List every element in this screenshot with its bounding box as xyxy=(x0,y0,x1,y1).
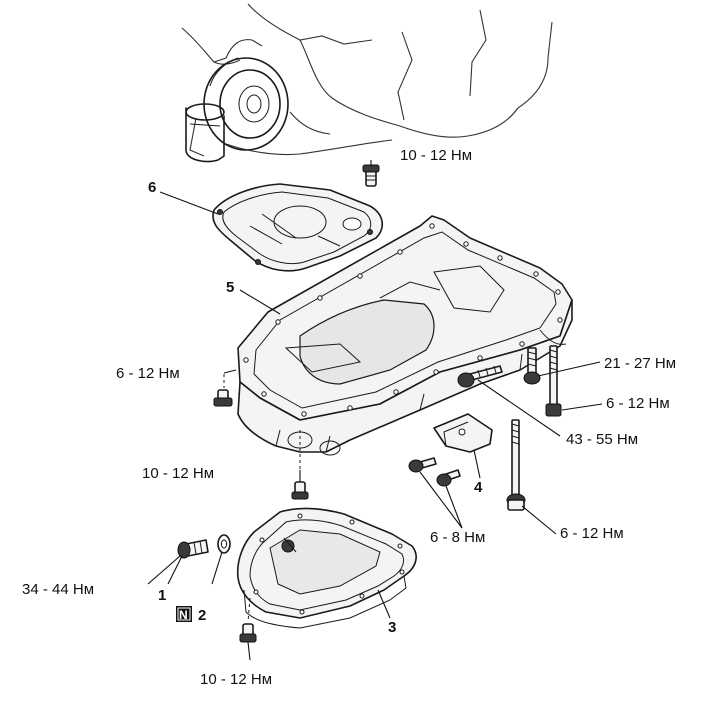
torque-label-drain-plug: 34 - 44 Нм xyxy=(22,581,94,598)
mounting-bracket xyxy=(433,413,493,453)
drain-plug-gasket xyxy=(217,534,231,554)
torque-label-left-bolt: 6 - 12 Нм xyxy=(116,365,180,382)
torque-label-through-bolt: 6 - 12 Нм xyxy=(560,525,624,542)
callout-2: 2 xyxy=(198,607,206,624)
baffle-bolt xyxy=(362,164,380,187)
oil-baffle-plate xyxy=(212,183,383,272)
crank-pulley xyxy=(203,57,289,151)
long-through-bolt xyxy=(506,419,526,511)
bracket-bolt-a xyxy=(408,457,437,473)
pan-right-long-bolt xyxy=(545,345,562,417)
pan-side-bolt xyxy=(457,365,503,388)
torque-label-bracket-bolts: 6 - 8 Нм xyxy=(430,529,485,546)
pan-left-bolt xyxy=(213,374,233,407)
torque-label-mid-bolt: 10 - 12 Нм xyxy=(142,465,214,482)
leader-lines xyxy=(147,160,603,661)
callout-6: 6 xyxy=(148,179,156,196)
torque-label-lower-pan-bolt: 10 - 12 Нм xyxy=(200,671,272,688)
callout-3: 3 xyxy=(388,619,396,636)
torque-label-stud: 21 - 27 Нм xyxy=(604,355,676,372)
oil-filter xyxy=(185,103,225,163)
callout-4: 4 xyxy=(474,479,483,496)
drain-plug xyxy=(177,539,209,559)
bracket-bolt-b xyxy=(436,469,461,487)
svg-text:N: N xyxy=(179,608,188,622)
pan-mid-bolt xyxy=(291,430,309,500)
torque-label-baffle-bolt: 10 - 12 Нм xyxy=(400,147,472,164)
upper-oil-pan xyxy=(237,215,573,456)
torque-label-side-bolt: 43 - 55 Нм xyxy=(566,431,638,448)
lower-oil-pan xyxy=(236,507,417,629)
pan-stud xyxy=(523,347,541,385)
callout-1: 1 xyxy=(158,587,166,604)
callout-5: 5 xyxy=(226,279,234,296)
torque-label-long-bolt-right: 6 - 12 Нм xyxy=(606,395,670,412)
lower-pan-bolt xyxy=(239,597,257,643)
engine-block-outline xyxy=(181,3,553,163)
pan-flange-holes xyxy=(243,223,563,417)
new-part-marker: N xyxy=(176,606,192,622)
